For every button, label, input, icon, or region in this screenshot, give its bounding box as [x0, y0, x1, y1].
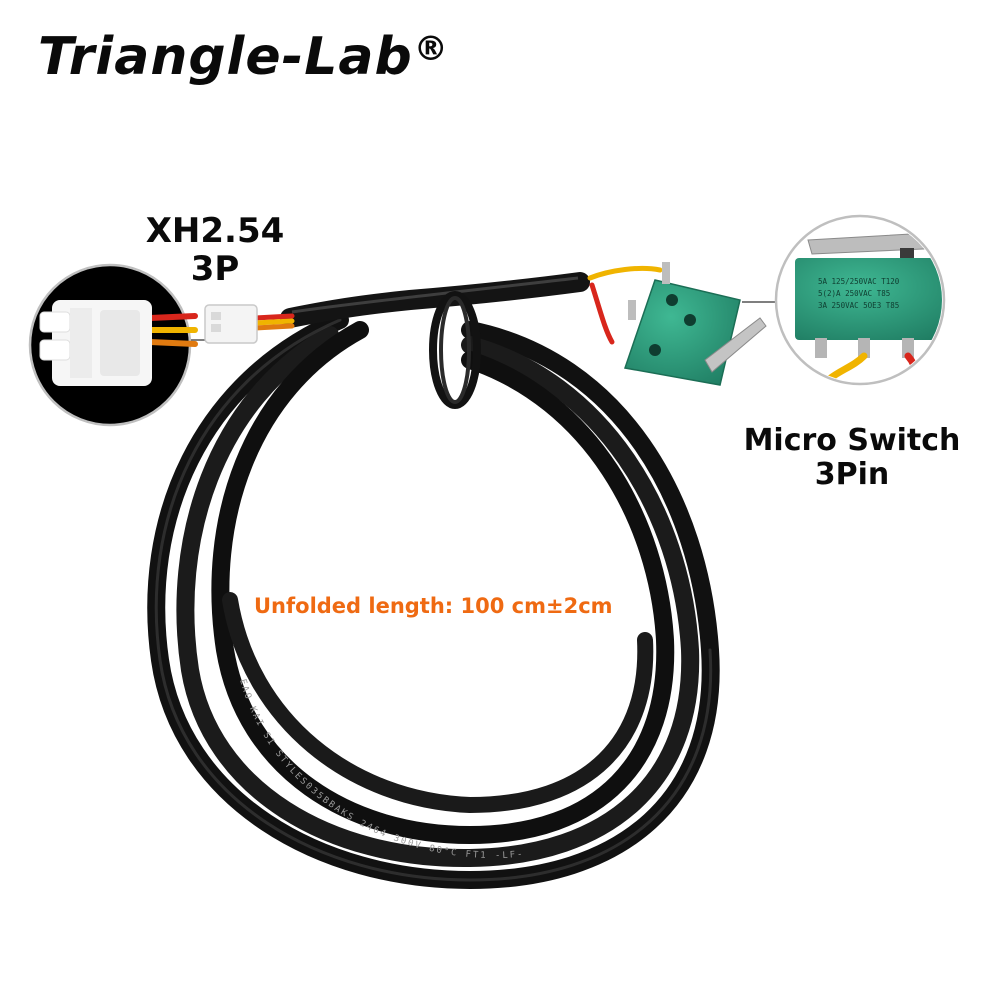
switch-wires: [587, 265, 663, 345]
xh-connector: [204, 304, 258, 344]
brand-logo: Triangle-Lab®: [38, 22, 448, 92]
micro-switch: [624, 262, 767, 386]
connector-label: XH2.54 3P: [120, 212, 310, 288]
switch-pins-label: 3Pin: [814, 456, 890, 492]
connector-wires: [252, 313, 295, 331]
connector-type-label: XH2.54: [145, 211, 285, 251]
switch-name-label: Micro Switch: [743, 423, 961, 458]
switch-label: Micro Switch 3Pin: [742, 424, 962, 491]
cable-main-run: [280, 272, 590, 328]
connector-pins-label: 3P: [190, 249, 240, 290]
connector-closeup-inset: [28, 263, 198, 427]
cable-tie: [429, 291, 481, 409]
switch-closeup-inset: [774, 214, 946, 386]
length-note: Unfolded length: 100 cm±2cm: [254, 594, 613, 618]
registered-mark: ®: [413, 29, 449, 69]
cable-coil: [147, 311, 720, 890]
brand-name: Triangle-Lab: [38, 27, 413, 87]
